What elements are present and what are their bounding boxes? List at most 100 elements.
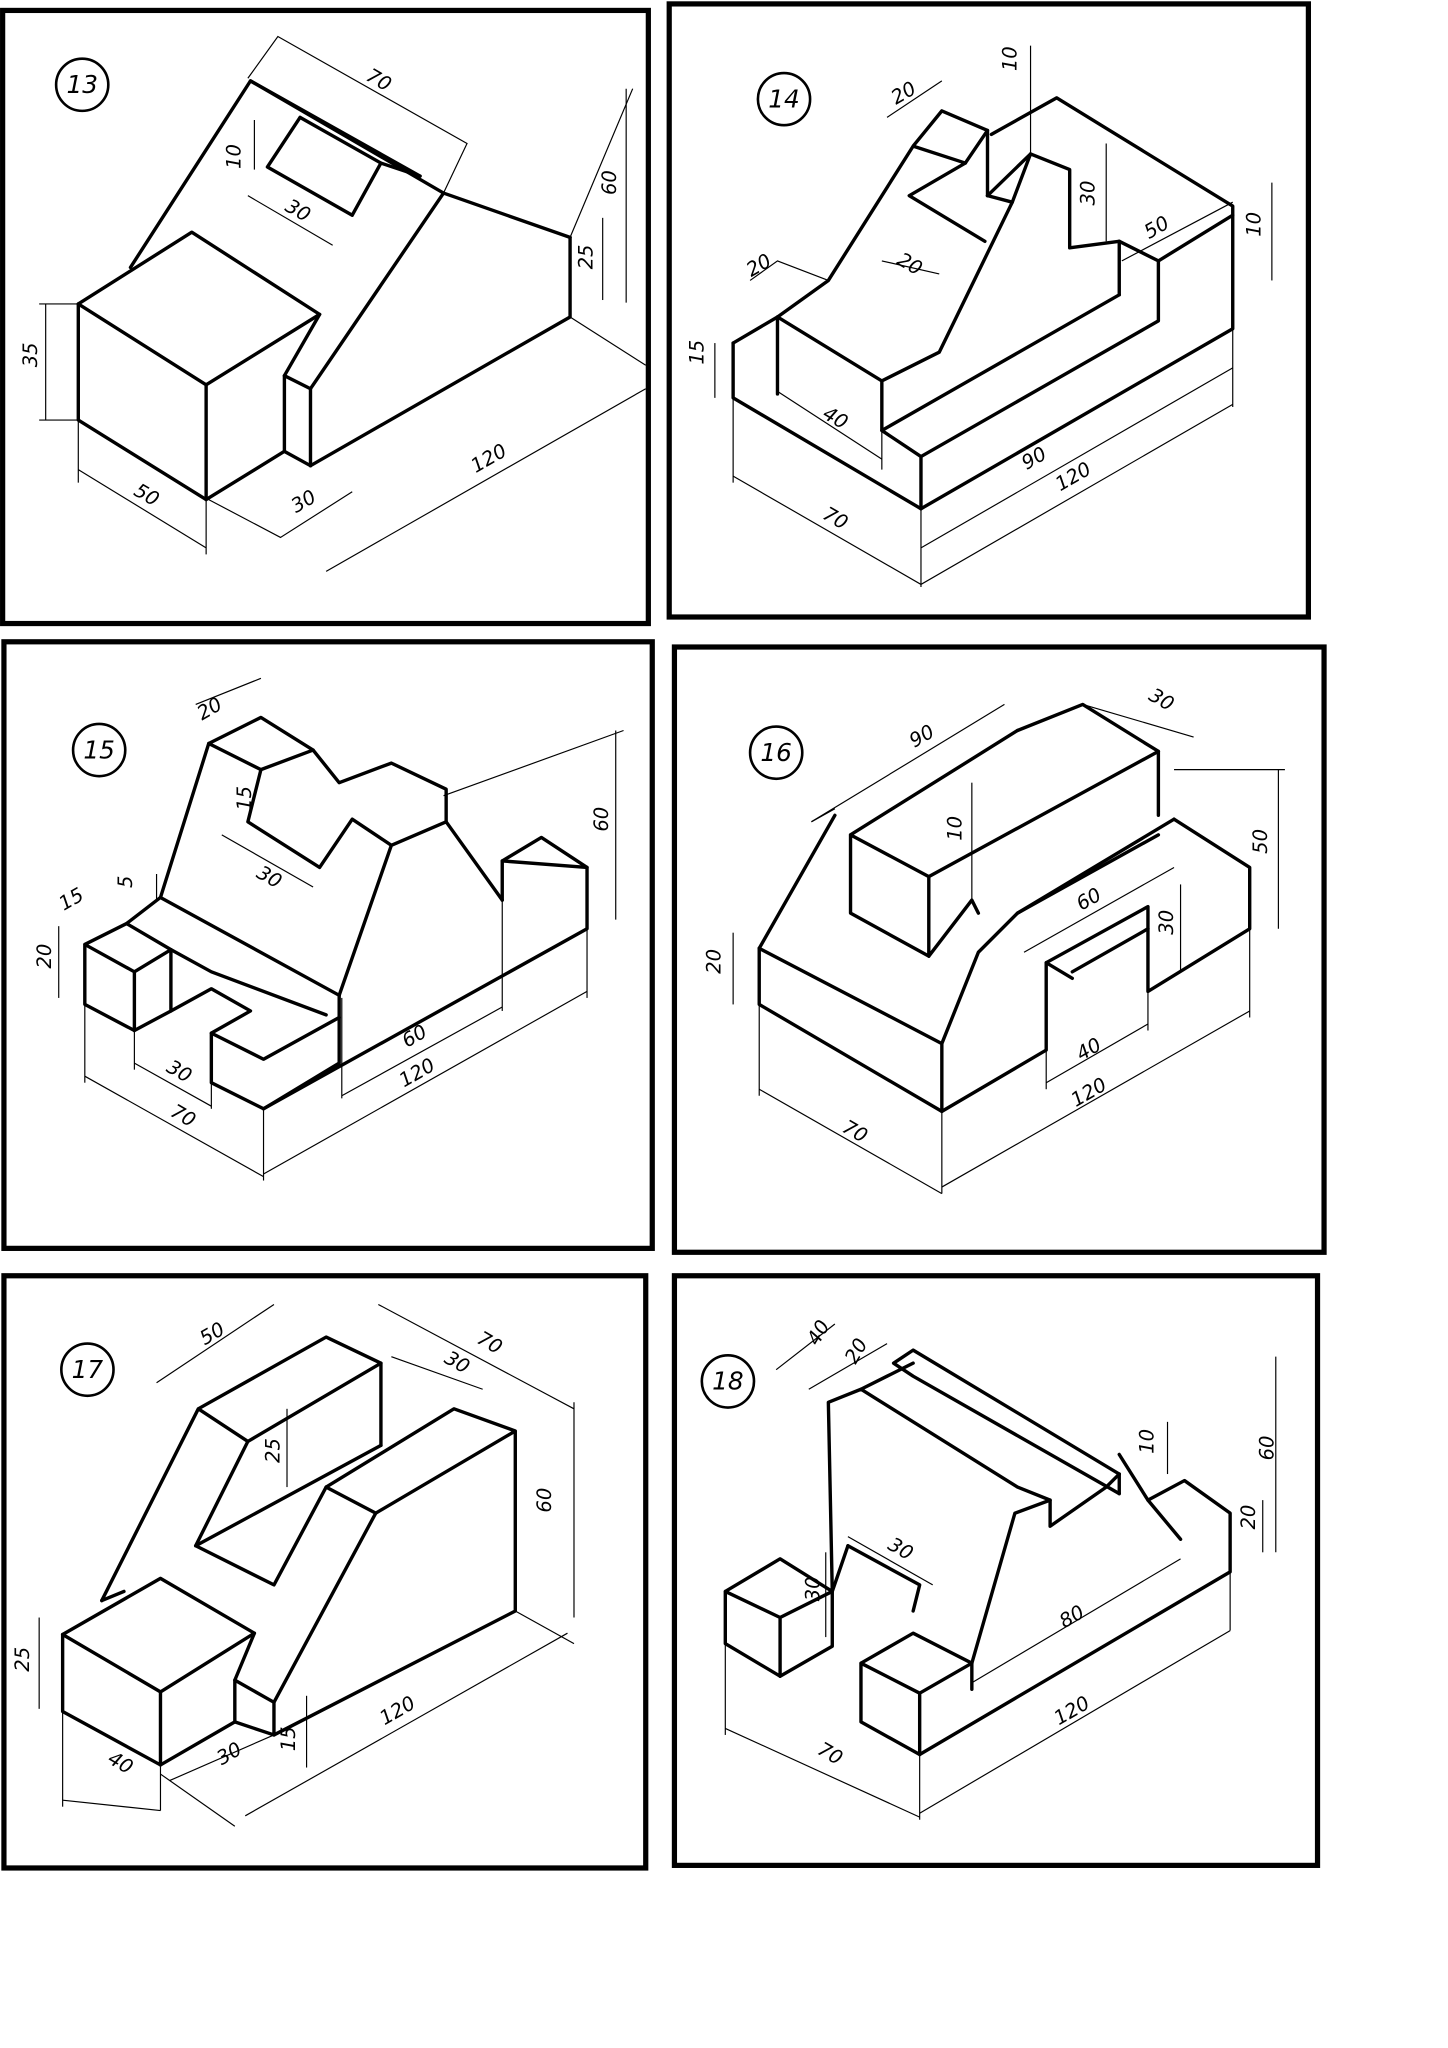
figure-number: 14 <box>768 84 800 113</box>
dimension-label: 60 <box>1072 883 1105 915</box>
dimension-label: 20 <box>1237 1505 1260 1530</box>
object-edge <box>778 1544 850 1678</box>
object-edge <box>193 1443 383 1548</box>
dimension-label: 30 <box>213 1737 246 1769</box>
object-edge <box>1156 213 1235 263</box>
dimension-line <box>732 403 1234 586</box>
dimension-line <box>941 1010 1250 1188</box>
figure-number-circle <box>54 57 110 113</box>
object-edge <box>246 767 394 870</box>
dimension-label: 10 <box>222 144 245 169</box>
dimension-label: 70 <box>838 1115 871 1147</box>
dimension-label: 30 <box>1155 910 1178 935</box>
figure-number: 16 <box>760 738 792 767</box>
object-edge <box>100 1589 126 1603</box>
object-edge <box>308 191 446 391</box>
object-edge <box>985 193 1014 204</box>
dimension-line <box>221 834 314 888</box>
dimension-label: 40 <box>819 402 852 434</box>
dimension-label: 20 <box>840 1334 872 1367</box>
dimension-line <box>749 260 829 282</box>
dimension-line <box>808 1343 888 1390</box>
object-edge <box>209 1015 341 1061</box>
dimension-label: 20 <box>193 693 226 725</box>
object-edge <box>723 1557 834 1678</box>
dimension-label: 50 <box>196 1317 229 1349</box>
object-edge <box>859 1631 974 1757</box>
object-edge <box>128 79 572 270</box>
dimension-line <box>920 367 1234 549</box>
figure-number-circle <box>748 725 804 781</box>
object-edge <box>907 161 987 244</box>
dimension-label: 35 <box>19 342 42 367</box>
dimension-label: 25 <box>261 1438 284 1463</box>
dimension-line <box>443 729 624 797</box>
figure-number-circle <box>60 1342 115 1398</box>
figure-14: 14 20 10 30 50 10 20 20 15 40 90 120 70 <box>685 45 1273 588</box>
dimension-line <box>325 388 647 572</box>
dimension-line <box>847 1536 934 1586</box>
figure-15: 15 20 15 5 15 20 30 60 30 70 60 120 <box>33 677 624 1181</box>
dimension-label: 25 <box>11 1647 34 1672</box>
figure-13: 13 70 10 30 60 25 35 50 30 120 <box>19 35 647 572</box>
object-edge <box>731 315 923 511</box>
dimension-line <box>378 1303 575 1410</box>
dimension-line <box>247 195 333 246</box>
dimension-line <box>1023 866 1175 953</box>
dimension-label: 30 <box>163 1055 196 1087</box>
dimension-label: 70 <box>473 1327 506 1359</box>
panel-frame-16 <box>671 644 1327 1255</box>
object-edge <box>158 741 448 997</box>
object-edge <box>337 820 504 997</box>
object-edge <box>60 1576 257 1694</box>
object-edge <box>880 152 1033 383</box>
dimension-label: 30 <box>1145 683 1178 715</box>
dimension-label: 10 <box>998 46 1021 71</box>
dimension-label: 30 <box>1077 181 1100 206</box>
dimension-label: 50 <box>1249 829 1272 854</box>
object-edge <box>169 987 341 1111</box>
object-edge <box>100 1335 383 1603</box>
dimension-label: 20 <box>742 249 775 281</box>
object-edge <box>1044 960 1074 981</box>
figure-number-circle <box>71 722 127 778</box>
dimension-line <box>569 316 647 366</box>
dimension-label: 70 <box>167 1100 200 1132</box>
object-edge <box>83 921 173 1033</box>
dimension-line <box>62 1799 161 1812</box>
dimension-line <box>811 808 836 823</box>
object-edge <box>757 817 1252 1114</box>
dimension-label: 25 <box>575 245 598 270</box>
object-edge <box>880 293 1121 433</box>
dimension-label: 60 <box>533 1488 556 1513</box>
dimension-label: 120 <box>467 439 511 478</box>
dimension-label: 10 <box>1135 1429 1158 1454</box>
dimension-line <box>160 1773 236 1827</box>
dimension-line <box>758 1088 943 1195</box>
dimension-line <box>77 469 207 549</box>
dimension-line <box>263 990 588 1175</box>
figure-number: 13 <box>66 70 98 99</box>
dimension-line <box>195 677 262 705</box>
object-edge <box>261 835 589 1111</box>
dimension-line <box>886 80 943 118</box>
object-edge <box>927 749 1161 879</box>
dimension-label: 10 <box>944 816 967 841</box>
dimension-line <box>725 1727 920 1818</box>
figure-number: 17 <box>72 1355 104 1384</box>
object-edge <box>1015 702 1161 754</box>
object-edge <box>775 109 990 319</box>
object-edge <box>757 813 837 951</box>
figure-number-circle <box>756 71 812 127</box>
dimension-line <box>919 1630 1231 1814</box>
figure-16: 16 90 30 10 50 60 30 20 40 120 70 <box>702 683 1285 1195</box>
dimension-label: 5 <box>114 876 137 888</box>
object-edge <box>919 239 1161 459</box>
dimension-label: 15 <box>233 786 256 811</box>
dimension-label: 30 <box>253 861 286 893</box>
dimension-label: 90 <box>1017 442 1050 474</box>
dimension-label: 30 <box>287 485 320 517</box>
figure-18: 18 40 20 10 60 20 30 30 80 120 70 <box>700 1316 1278 1820</box>
dimension-line <box>156 1303 275 1384</box>
